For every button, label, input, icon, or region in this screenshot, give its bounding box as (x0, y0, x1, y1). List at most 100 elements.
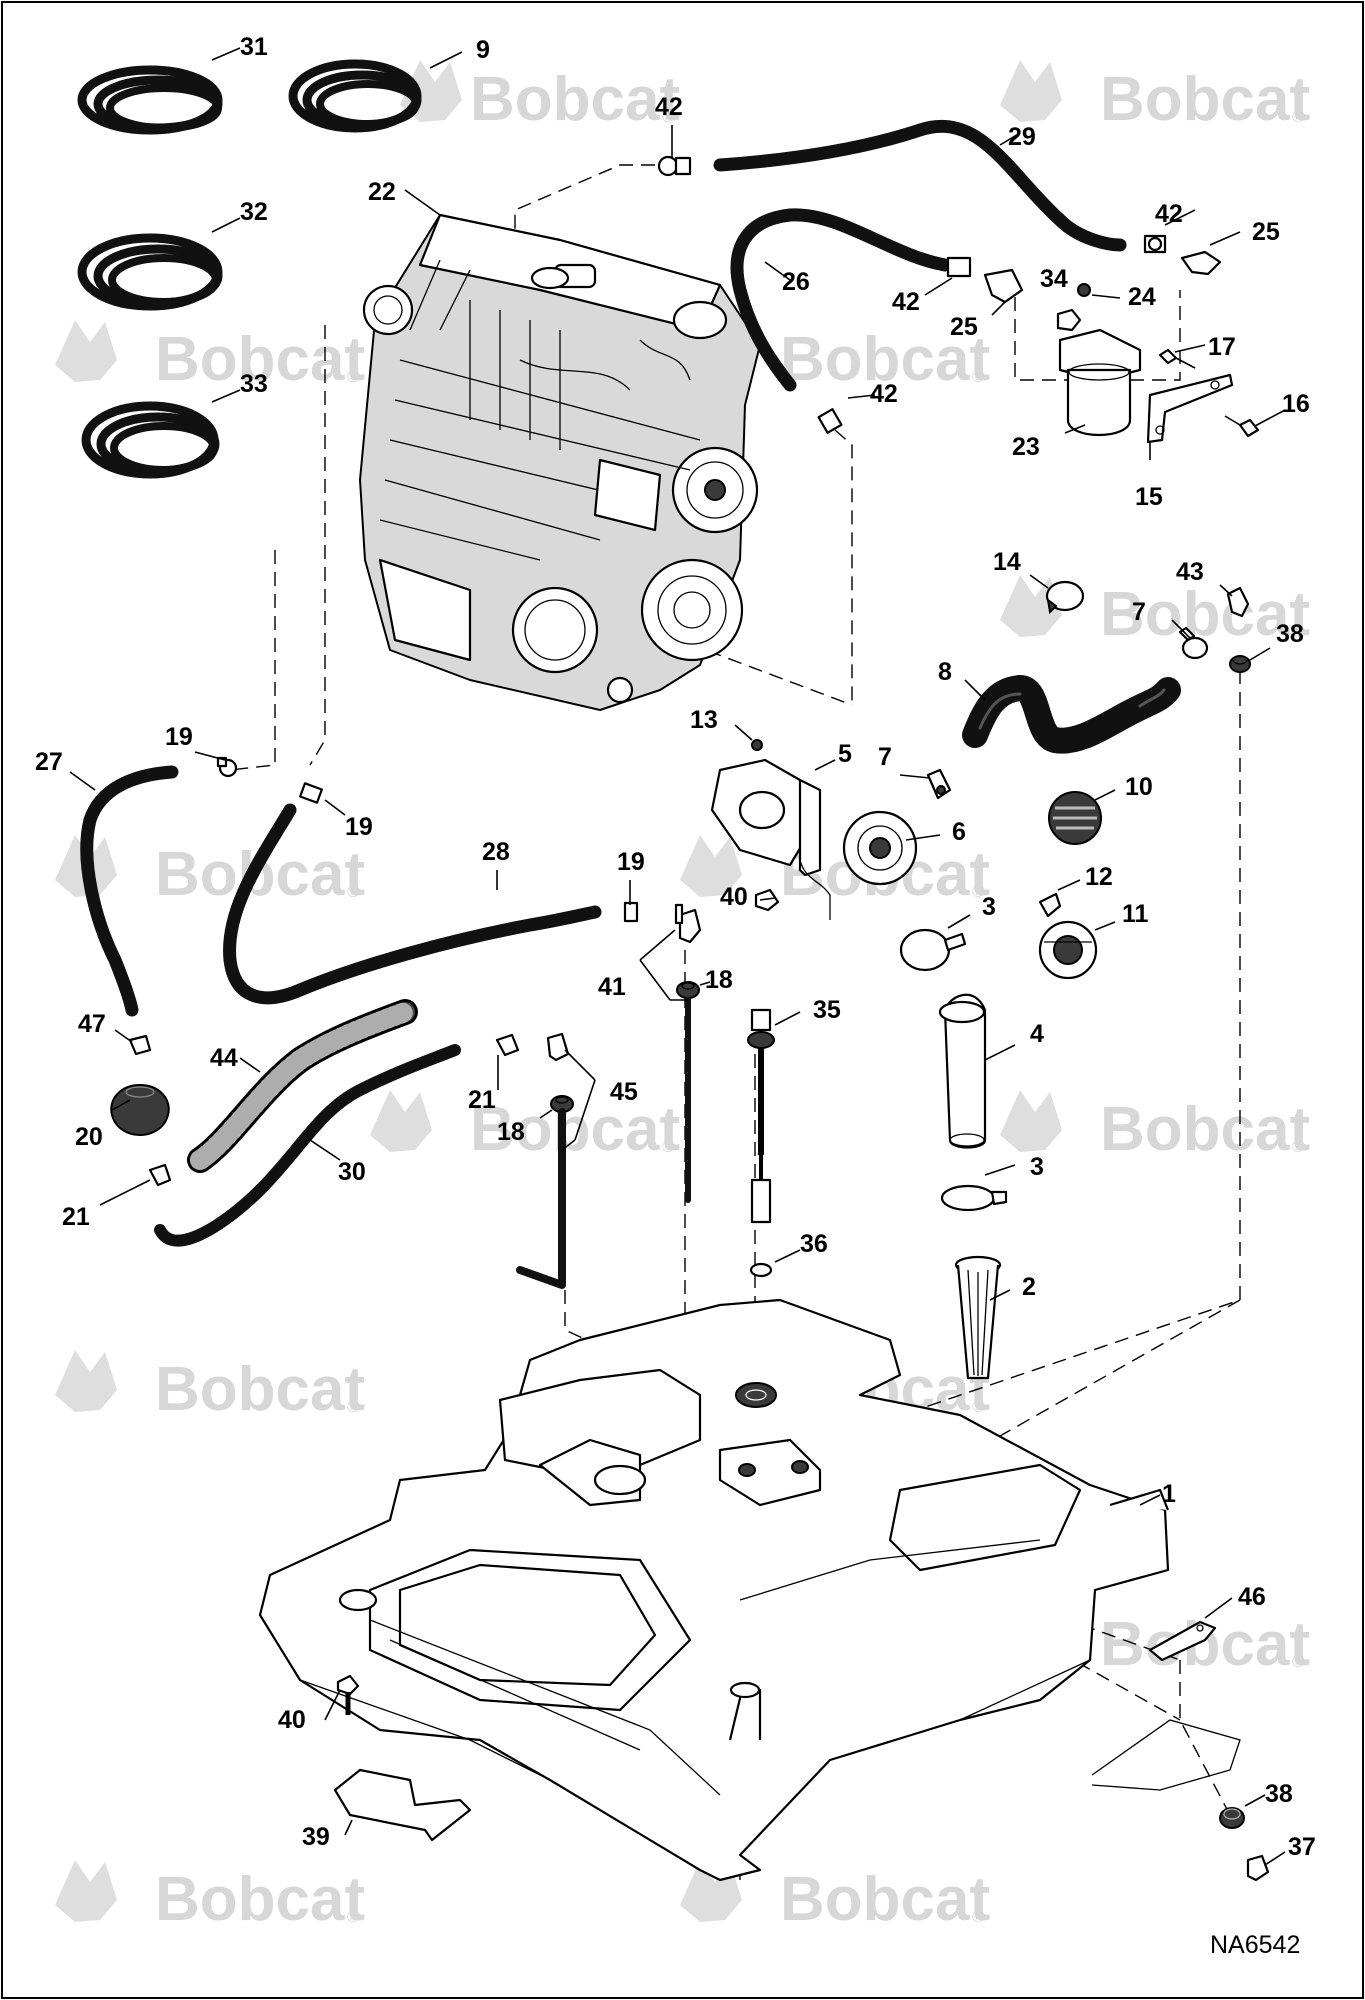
fuel-filter-23 (1058, 328, 1142, 436)
callout-41: 41 (598, 973, 626, 1001)
elbow-43 (1226, 586, 1250, 618)
watermark: Bobcat® (400, 60, 680, 134)
callout-15: 15 (1135, 483, 1163, 511)
svg-text:®: ® (347, 369, 359, 386)
callout-20: 20 (75, 1123, 103, 1151)
fuel-cap-10 (1048, 791, 1102, 845)
watermark: Bobcat® (55, 320, 365, 394)
bracket-5 (710, 758, 831, 920)
svg-text:®: ® (972, 884, 984, 901)
callout-44: 44 (210, 1044, 238, 1072)
callout-14: 14 (993, 548, 1021, 576)
hose-8 (962, 675, 1181, 754)
key-12 (1038, 892, 1062, 918)
clamp-7 (926, 768, 952, 800)
tube-45 (516, 1108, 566, 1289)
watermark: Bobcat® (55, 1860, 365, 1934)
watermark: Bobcat® (370, 1090, 680, 1164)
callout-42: 42 (892, 288, 920, 316)
hose-29 (713, 119, 1127, 252)
callout-11: 11 (1122, 900, 1149, 928)
svg-text:Bobcat: Bobcat (155, 325, 365, 394)
leader-lines (69, 47, 1286, 1866)
hose-coil-32 (77, 233, 223, 311)
svg-text:Bobcat: Bobcat (1100, 1610, 1310, 1679)
callout-25: 25 (950, 313, 978, 341)
fuel-tank-1 (258, 1298, 1170, 1882)
bracket-15 (1146, 373, 1234, 444)
callout-17: 17 (1208, 333, 1236, 361)
callout-10: 10 (1125, 773, 1153, 801)
svg-text:®: ® (347, 1399, 359, 1416)
clamp-19 (623, 901, 639, 923)
bobcat-logo-icon (1000, 60, 1062, 122)
callout-18: 18 (705, 966, 733, 994)
svg-text:®: ® (662, 1139, 674, 1156)
callout-3: 3 (982, 893, 996, 921)
svg-text:Bobcat: Bobcat (155, 1865, 365, 1934)
mount-bracket (1091, 1719, 1241, 1791)
plate-39 (333, 1768, 472, 1842)
callout-42: 42 (870, 380, 898, 408)
drain-plug-37 (1246, 1854, 1270, 1882)
fitting-25 (1180, 250, 1222, 276)
svg-text:®: ® (347, 884, 359, 901)
watermark: Bobcat® (55, 835, 365, 909)
callout-40: 40 (720, 883, 748, 911)
svg-text:®: ® (1292, 624, 1304, 641)
callout-35: 35 (813, 996, 841, 1024)
callout-6: 6 (952, 818, 966, 846)
drawing-code: NA6542 (1210, 1931, 1300, 1959)
elbow-41 (674, 903, 702, 944)
callout-28: 28 (482, 838, 510, 866)
callout-32: 32 (240, 198, 268, 226)
bolt-40 (336, 1674, 360, 1715)
bobcat-logo-icon (370, 1090, 432, 1152)
callout-30: 30 (338, 1158, 366, 1186)
svg-text:Bobcat: Bobcat (155, 1355, 365, 1424)
bolt-16 (1224, 415, 1260, 438)
callout-40: 40 (278, 1706, 306, 1734)
callout-7: 7 (878, 743, 892, 771)
callout-25: 25 (1252, 218, 1280, 246)
hose-coil-33 (81, 401, 220, 479)
svg-text:Bobcat: Bobcat (1100, 580, 1310, 649)
strap-46 (1148, 1620, 1217, 1662)
screw-24 (1077, 283, 1091, 297)
svg-text:Bobcat: Bobcat (470, 1095, 680, 1164)
svg-text:®: ® (1292, 109, 1304, 126)
filler-neck-6 (842, 810, 918, 886)
hose-coil-9 (288, 59, 422, 133)
bolt-17 (1158, 348, 1196, 369)
svg-text:®: ® (347, 1909, 359, 1926)
fitting-25 (983, 268, 1024, 304)
svg-text:Bobcat: Bobcat (1100, 65, 1310, 134)
callout-42: 42 (1155, 200, 1183, 228)
callout-36: 36 (800, 1230, 828, 1258)
hose-27 (80, 765, 179, 1017)
clamp-42 (817, 408, 843, 434)
hose-8-highlight (978, 688, 1166, 730)
svg-text:Bobcat: Bobcat (780, 325, 990, 394)
clamp-19 (299, 782, 323, 804)
callout-37: 37 (1288, 1833, 1316, 1861)
hose-clamp-3 (940, 1184, 1008, 1212)
callout-9: 9 (476, 36, 490, 64)
callout-5: 5 (838, 740, 852, 768)
callout-42: 42 (655, 93, 683, 121)
elbow-45 (546, 1032, 570, 1062)
svg-text:®: ® (972, 1909, 984, 1926)
callout-4: 4 (1030, 1020, 1044, 1048)
watermark: Bobcat® (55, 1350, 365, 1424)
callout-26: 26 (782, 268, 810, 296)
callout-31: 31 (240, 33, 268, 61)
callout-38: 38 (1265, 1780, 1293, 1808)
assembly-line (309, 325, 326, 766)
callout-21: 21 (468, 1086, 496, 1114)
bobcat-logo-icon (1000, 575, 1062, 637)
hose-coil-31 (77, 65, 223, 135)
fuel-level-sender-35 (747, 1008, 775, 1224)
svg-text:Bobcat: Bobcat (1100, 1095, 1310, 1164)
watermark: Bobcat® (1000, 575, 1310, 649)
